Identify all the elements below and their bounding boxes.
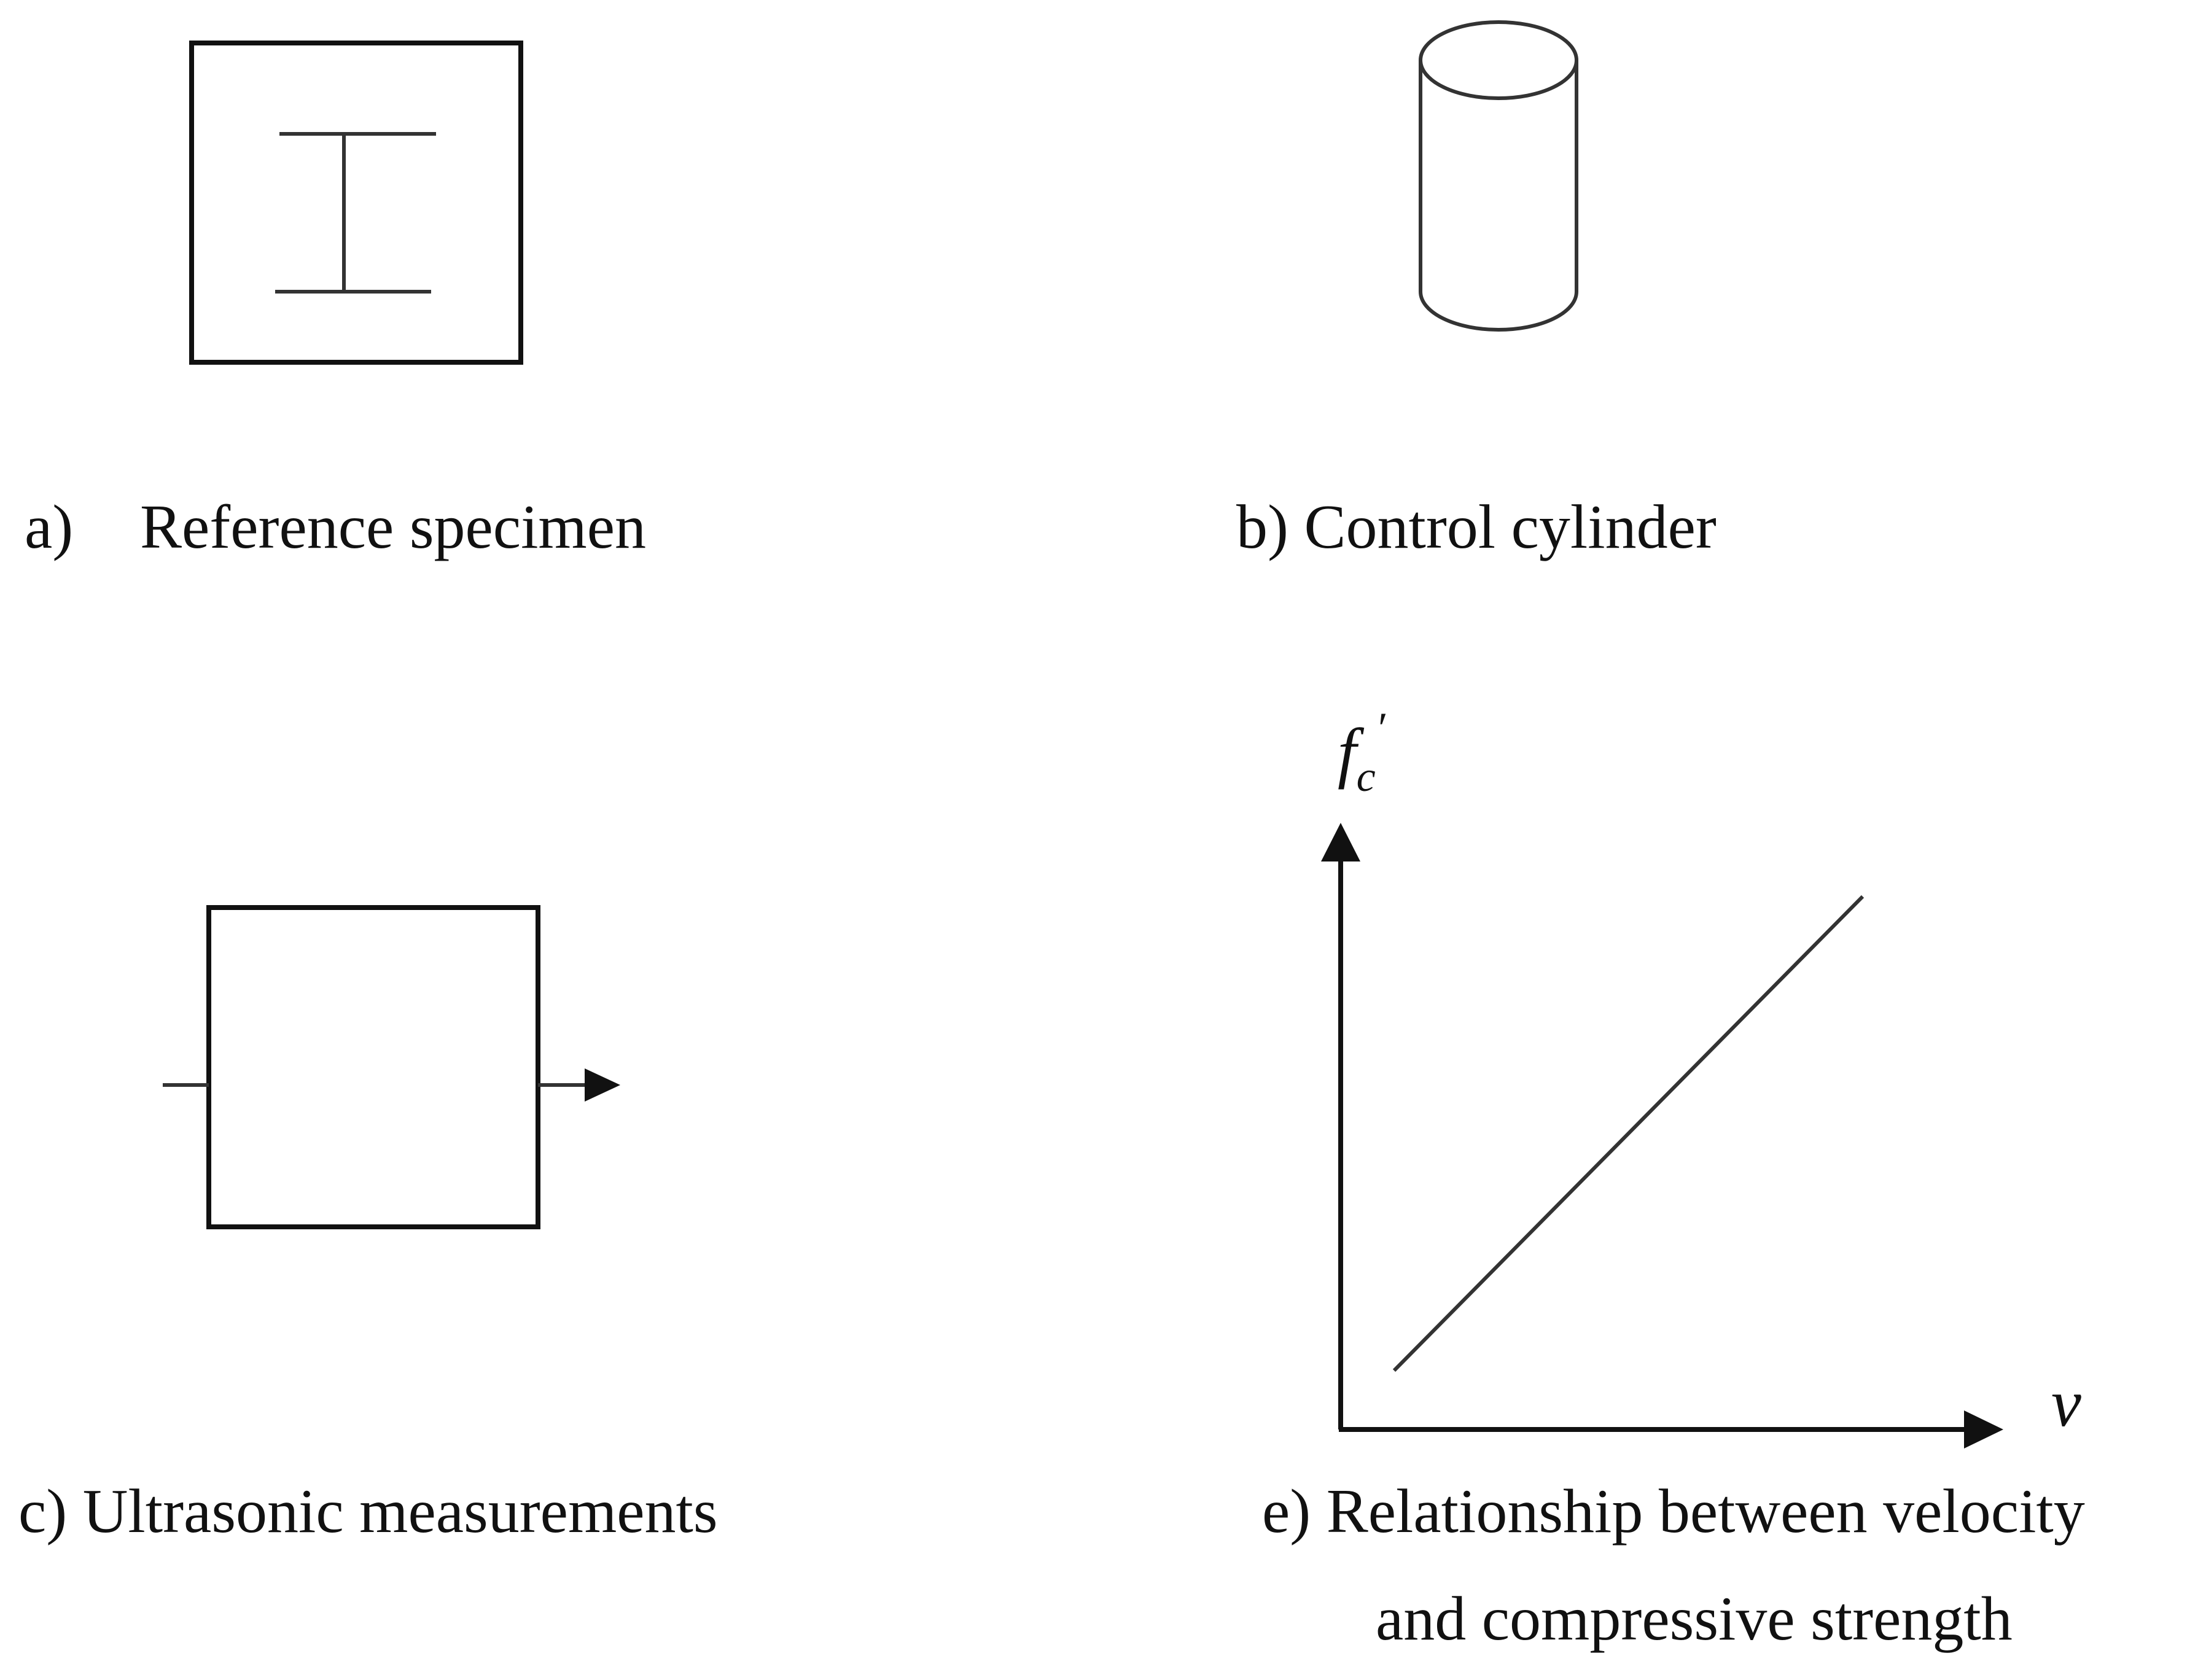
panel-a-letter: a) — [25, 492, 73, 562]
y-axis-prime: ′ — [1376, 704, 1386, 753]
i-beam-icon — [275, 132, 436, 294]
panel-a: a) Reference specimen — [25, 41, 646, 562]
panel-e: fc′ v e) Relationship between velocity a… — [1262, 704, 2085, 1654]
panel-c: c) Ultrasonic measurements — [18, 905, 718, 1546]
cylinder-icon — [1419, 20, 1578, 332]
panel-a-caption: Reference specimen — [140, 492, 646, 562]
receiver-arrow-icon — [538, 1068, 620, 1102]
panel-e-caption-line1: e) Relationship between velocity — [1262, 1477, 2085, 1546]
y-axis — [1321, 823, 1360, 1429]
reference-specimen-box — [189, 41, 523, 365]
y-axis-subscript: c — [1357, 753, 1376, 801]
panel-b-caption: b) Control cylinder — [1236, 492, 1717, 562]
x-axis-arrow-icon — [1964, 1410, 2003, 1449]
x-axis-label: v — [2051, 1366, 2081, 1441]
panel-b: b) Control cylinder — [1236, 20, 1717, 562]
ultrasonic-specimen-box — [206, 905, 540, 1229]
panel-e-caption-line2: and compressive strength — [1376, 1584, 2013, 1654]
y-axis-label: fc′ — [1338, 704, 1386, 801]
panel-c-caption: c) Ultrasonic measurements — [18, 1477, 718, 1546]
velocity-strength-trend-line — [1392, 895, 1865, 1372]
x-axis — [1339, 1410, 2003, 1449]
y-axis-arrow-icon — [1321, 823, 1360, 861]
